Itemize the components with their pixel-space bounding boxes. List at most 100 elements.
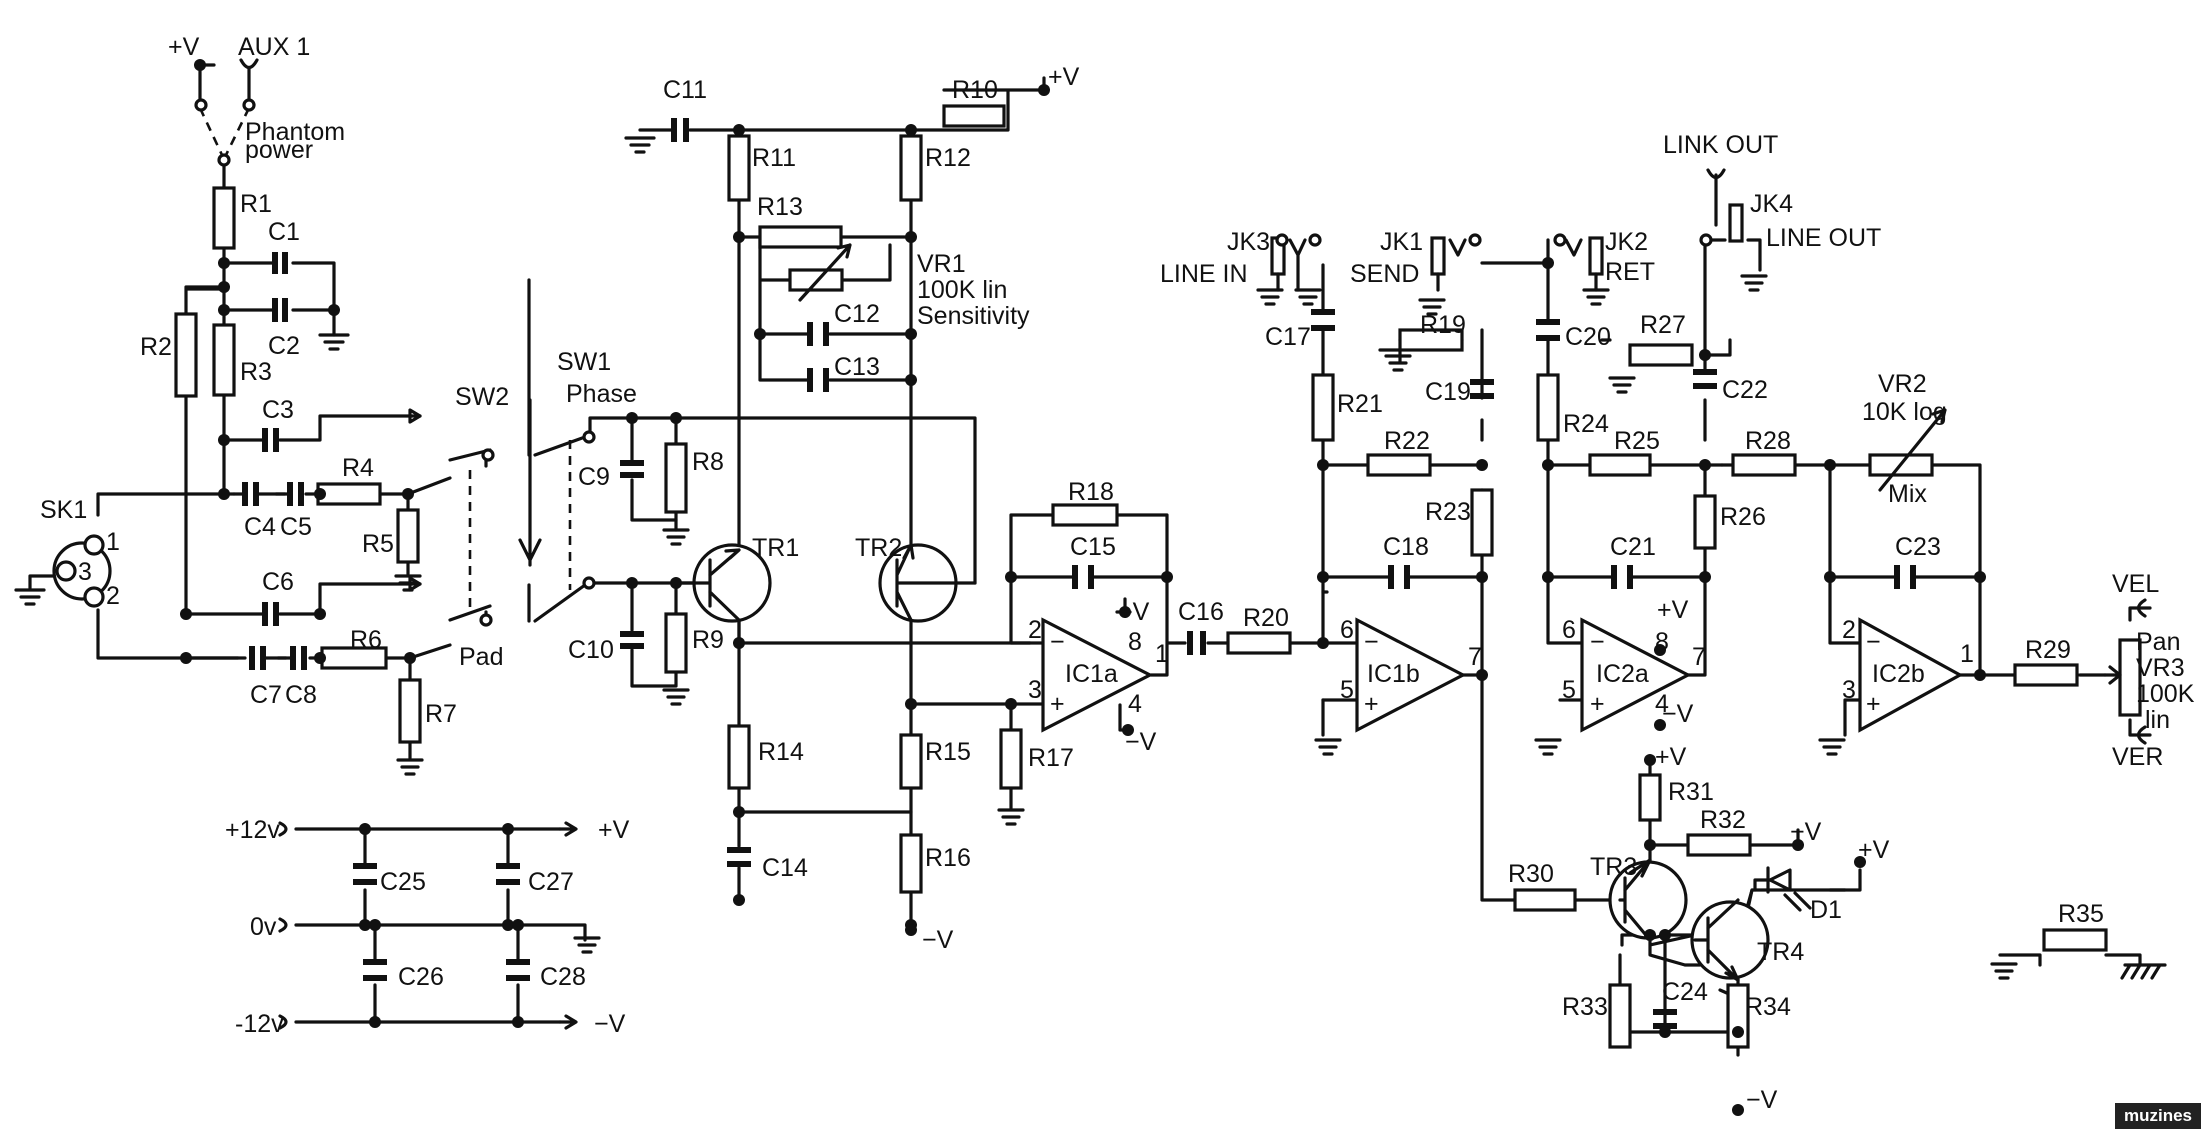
resistor-r5 — [396, 508, 420, 564]
op-amps — [1041, 617, 1964, 733]
label-r6: R6 — [350, 626, 382, 654]
label-ver: VER — [2112, 743, 2163, 771]
label-ic2a-plus: + — [1590, 690, 1605, 718]
capacitor-c16 — [1187, 631, 1206, 655]
label-r33: R33 — [1562, 993, 1608, 1021]
label-c3: C3 — [262, 396, 294, 424]
label-vminus-ic1a: −V — [1125, 728, 1157, 756]
label-ic1a: IC1a — [1065, 660, 1118, 688]
label-c6: C6 — [262, 568, 294, 596]
resistor-r4 — [316, 482, 382, 506]
label-r27: R27 — [1640, 311, 1686, 339]
capacitor-c11 — [671, 118, 689, 142]
label-vr2-value: 10K log — [1862, 398, 1947, 426]
label-ic2b-pin3: 3 — [1842, 676, 1856, 704]
resistor-r20 — [1226, 631, 1292, 655]
label-vplus-supply: +V — [598, 816, 630, 844]
label-ic2a-pin5: 5 — [1562, 676, 1576, 704]
capacitor-c8 — [290, 646, 307, 670]
label-c24: C24 — [1662, 978, 1708, 1006]
label-r30: R30 — [1508, 860, 1554, 888]
label-r14: R14 — [758, 738, 804, 766]
led-d1 — [1768, 868, 1792, 892]
resistors — [174, 104, 2142, 1049]
label-ic1a-pin3: 3 — [1028, 676, 1042, 704]
resistor-r9 — [664, 612, 688, 674]
label-vr1: VR1 — [917, 250, 966, 278]
label-pan: Pan — [2136, 628, 2180, 656]
label-ic1a-pin1: 1 — [1155, 640, 1169, 668]
capacitor-c14 — [727, 847, 751, 867]
resistor-r22 — [1366, 453, 1432, 477]
label-r13: R13 — [757, 193, 803, 221]
label-vminus-tr4: −V — [1746, 1086, 1778, 1114]
label-r2: R2 — [140, 333, 172, 361]
label-pin1: 1 — [106, 528, 120, 556]
component-labels: +V AUX 1 Phantom power R1 C1 C2 R2 R3 C3… — [40, 33, 2195, 1114]
resistor-r19 — [1398, 328, 1464, 352]
resistor-r15 — [899, 733, 923, 790]
link-out-socket-icon — [1706, 168, 1726, 180]
label-jk1: JK1 — [1380, 228, 1423, 256]
label-vplus-ic2a: +V — [1657, 596, 1689, 624]
label-vplus-r31: +V — [1655, 743, 1687, 771]
label-pad: Pad — [459, 643, 503, 671]
label-m12v: -12v — [235, 1010, 284, 1038]
label-line-in: LINE IN — [1160, 260, 1248, 288]
label-ic2b: IC2b — [1872, 660, 1925, 688]
label-r35: R35 — [2058, 900, 2104, 928]
label-ic1a-pin2: 2 — [1028, 616, 1042, 644]
label-r26: R26 — [1720, 503, 1766, 531]
resistor-r25 — [1588, 453, 1652, 477]
label-vplus-d1: +V — [1858, 836, 1890, 864]
label-r25: R25 — [1614, 427, 1660, 455]
label-r20: R20 — [1243, 604, 1289, 632]
label-r11: R11 — [752, 144, 796, 172]
label-r9: R9 — [692, 626, 724, 654]
label-c16: C16 — [1178, 598, 1224, 626]
label-ic1a-pin8: 8 — [1128, 628, 1142, 656]
resistor-r30 — [1513, 888, 1577, 912]
label-c21: C21 — [1610, 533, 1656, 561]
label-phantom: Phantom — [245, 118, 345, 146]
label-r15: R15 — [925, 738, 971, 766]
label-ic2b-plus: + — [1866, 690, 1881, 718]
capacitor-c12 — [807, 322, 829, 346]
label-power: power — [245, 136, 313, 164]
label-vel: VEL — [2112, 570, 2159, 598]
resistor-r26 — [1693, 494, 1717, 550]
label-r8: R8 — [692, 448, 724, 476]
resistor-r12 — [899, 134, 923, 202]
label-r17: R17 — [1028, 744, 1074, 772]
resistor-r33 — [1608, 983, 1632, 1049]
resistor-r7 — [398, 678, 422, 744]
opamp-ic2b — [1858, 617, 1964, 733]
label-c25: C25 — [380, 868, 426, 896]
label-c26: C26 — [398, 963, 444, 991]
label-ic1b: IC1b — [1367, 660, 1420, 688]
label-send: SEND — [1350, 260, 1419, 288]
label-c4: C4 — [244, 513, 276, 541]
label-phase: Phase — [566, 380, 637, 408]
label-r4: R4 — [342, 454, 374, 482]
resistor-r27 — [1628, 343, 1694, 367]
resistor-r31 — [1638, 773, 1662, 822]
label-r16: R16 — [925, 844, 971, 872]
capacitor-c6 — [262, 602, 279, 626]
resistor-r35 — [2042, 928, 2108, 952]
label-r10: R10 — [952, 76, 998, 104]
label-c9: C9 — [578, 463, 610, 491]
capacitor-c27 — [496, 863, 520, 885]
capacitor-c21 — [1611, 565, 1633, 589]
label-c13: C13 — [834, 353, 880, 381]
label-ic2a: IC2a — [1596, 660, 1649, 688]
label-vr3-value: 100K — [2136, 680, 2195, 708]
capacitor-c13 — [807, 368, 829, 392]
label-tr1: TR1 — [752, 534, 799, 562]
label-c23: C23 — [1895, 533, 1941, 561]
label-sensitivity: Sensitivity — [917, 302, 1030, 330]
label-ic2a-pin7: 7 — [1692, 643, 1706, 671]
label-r24: R24 — [1563, 410, 1609, 438]
